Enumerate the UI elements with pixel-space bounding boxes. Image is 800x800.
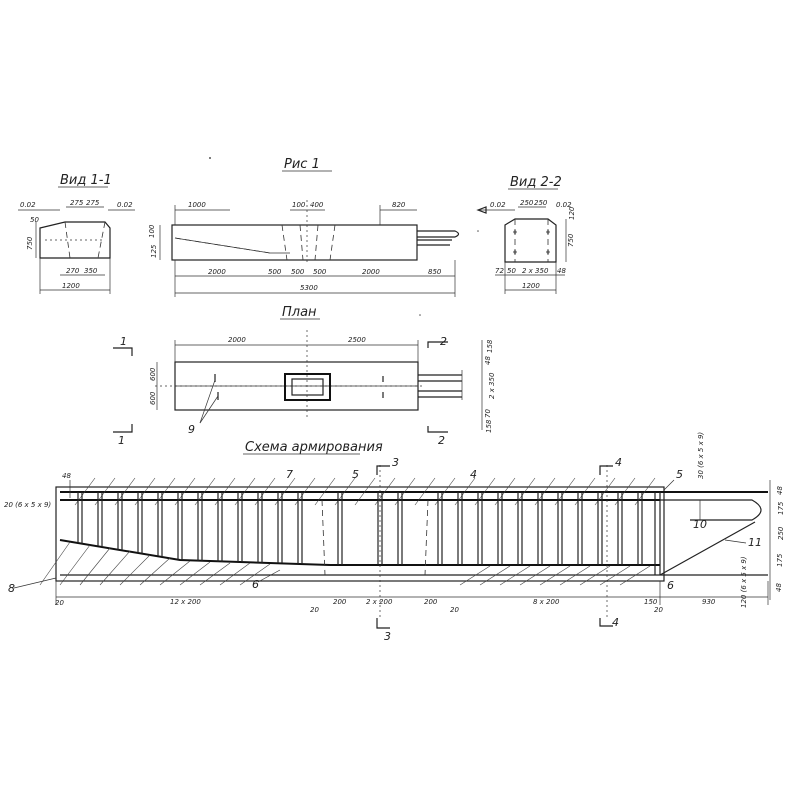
scheme-cut-3-bot: 3 [384,630,391,643]
scheme-left-top: 48 [62,472,71,480]
pos-8: 8 [8,582,15,595]
scheme-right-d: 175 [776,553,784,567]
scheme-cut-4-bot: 4 [612,616,619,629]
el-top-mid-b: 400 [310,201,324,209]
pos-4: 4 [470,468,477,481]
plan-cut-1-bot: 1 [118,434,125,447]
plan-left-b: 600 [149,391,157,405]
scheme-right-b: 175 [777,501,785,515]
el-seg-3: 500 [291,268,305,276]
scheme-bot-f: 200 [424,598,438,606]
view-1-title: Вид 1-1 [60,173,112,188]
scheme-right-e: 48 [775,583,783,592]
view-1-1: Вид 1-1 0.02 0.02 275 275 50 750 270 350… [18,173,135,294]
scheme-left-rebar: 20 (6 x 5 x 9) [4,501,51,509]
scheme-cut-4-top: 4 [615,456,622,469]
v2-bot-b: 50 [507,267,516,275]
pos-7: 7 [286,468,293,481]
scheme-bot-i: 150 [644,598,658,606]
plan-left-a: 600 [149,367,157,381]
el-left-b: 100 [148,224,156,238]
el-seg-6: 850 [428,268,442,276]
scheme-right-low: 120 (6 x 5 x 9) [740,556,748,608]
plan-right-c: 2 x 350 [488,372,496,399]
scheme-bot-h: 8 x 200 [533,598,560,606]
v2-slope-right: 0.02 [556,201,572,209]
plan-top-right: 2500 [348,336,366,344]
el-top-left: 1000 [188,201,206,209]
v2-bot-a: 72 [495,267,504,275]
el-top-right: 820 [392,201,406,209]
plan-item-9: 9 [188,423,195,436]
el-total: 5300 [300,284,318,292]
v2-width: 1200 [522,282,540,290]
v2-slope-left: 0.02 [490,201,506,209]
view-2-title: Вид 2-2 [510,175,562,190]
v1-top-b: 275 [86,199,100,207]
scheme-right-rebar: 30 (6 x 5 x 9) [697,432,705,479]
v1-bot-a: 270 [66,267,80,275]
el-seg-4: 500 [313,268,327,276]
plan-cut-2-bot: 2 [438,434,445,447]
el-seg-1: 2000 [208,268,226,276]
pos-6b: 6 [667,579,674,592]
view-2-2: Вид 2-2 0.02 0.02 250 250 120 750 72 50 … [476,175,576,294]
plan-right-e: 158 [485,419,493,433]
scheme-bot-d: 200 [333,598,347,606]
v2-bot-c: 2 x 350 [522,267,549,275]
plan-right-a: 158 [486,339,494,353]
scheme-bot-g: 20 [450,606,459,614]
pos-11: 11 [748,536,762,549]
scheme-bot-a: 20 [55,599,64,607]
reinforcement-scheme: Схема армирования [4,432,785,643]
v1-width: 1200 [62,282,80,290]
plan-top-left: 2000 [228,336,246,344]
v2-top-a: 250 [520,199,534,207]
v1-top-a: 275 [70,199,84,207]
v2-side-b: 750 [567,233,575,247]
v1-slope-left: 0.02 [20,201,36,209]
plan-view: План 9 2000 2500 600 600 158 48 2 [113,305,496,447]
scheme-bot-b: 12 x 200 [170,598,201,606]
scheme-bot-c: 20 [310,606,319,614]
v1-side-a: 50 [30,216,39,224]
plan-right-d: 70 [484,409,492,418]
el-top-mid-a: 100 [292,201,306,209]
v1-side-b: 750 [26,236,34,250]
pos-5b: 5 [676,468,683,481]
v2-top-b: 250 [534,199,548,207]
figure-title: Рис 1 [284,157,320,172]
scheme-right-c: 250 [777,526,785,540]
scheme-right-a: 48 [776,486,784,495]
scheme-bot-k: 930 [702,598,716,606]
el-left-a: 125 [150,244,158,258]
pos-6a: 6 [252,578,259,591]
v2-side-a: 120 [568,206,576,220]
pos-5a: 5 [352,468,359,481]
scheme-bot-e: 2 x 200 [366,598,393,606]
elevation-view: 1000 100 400 820 125 100 2000 500 500 50… [148,200,460,297]
plan-title: План [282,305,317,320]
v1-bot-b: 350 [84,267,98,275]
v1-slope-right: 0.02 [117,201,133,209]
scheme-title: Схема армирования [245,440,383,455]
scheme-cut-3-top: 3 [392,456,399,469]
plan-cut-2-top: 2 [440,335,447,348]
v2-bot-d: 48 [557,267,566,275]
plan-right-b: 48 [484,356,492,365]
scheme-bot-j: 20 [654,606,663,614]
pos-10: 10 [693,518,707,531]
el-seg-5: 2000 [362,268,380,276]
el-seg-2: 500 [268,268,282,276]
plan-cut-1-top: 1 [120,335,127,348]
